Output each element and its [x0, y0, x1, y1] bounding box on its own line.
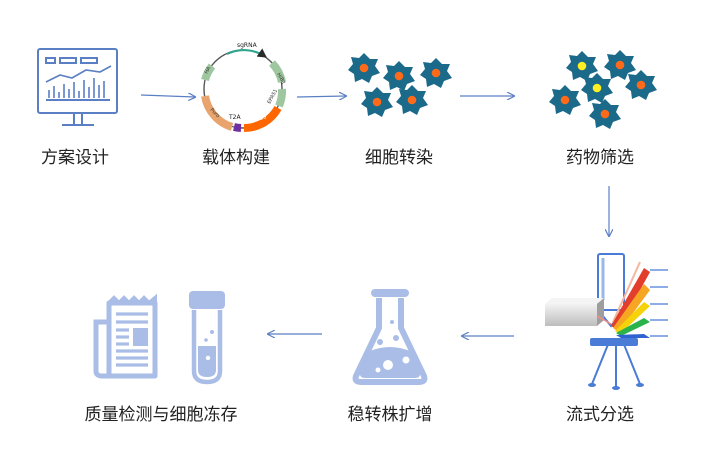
plasmid-label-ha: HA: [204, 65, 213, 75]
step-label-stable-expansion: 稳转株扩增: [347, 405, 433, 425]
plasmid-label-sgrna: sgRNA: [237, 42, 258, 49]
report-document-icon: [93, 293, 158, 379]
step-label-drug-selection: 药物筛选: [566, 148, 634, 168]
transfected-cells-icon: [348, 53, 452, 117]
monitor-icon: [37, 48, 118, 126]
plasmid-label-hibit: HiBit: [275, 72, 286, 85]
arrow-step2-to-step3: [296, 96, 346, 97]
step-label-flow-sorting: 流式分选: [566, 405, 634, 425]
flask-icon: [352, 289, 428, 385]
selected-cells-icon: [549, 50, 657, 129]
step-label-vector-construction: 载体构建: [202, 148, 270, 168]
arrow-step1-to-step2: [140, 95, 195, 97]
plasmid-label-t2a: T2A: [228, 114, 241, 121]
plasmid-icon: sgRNA HiBit EPAS1 dCas9 T2A Puro HA: [201, 42, 286, 132]
plasmid-label-dcas9: dCas9: [248, 113, 268, 125]
step-label-qc-cryopreservation: 质量检测与细胞冻存: [84, 405, 238, 425]
cryo-tube-icon: [189, 291, 225, 385]
flow-cytometer-icon: [545, 253, 668, 390]
step-label-design: 方案设计: [41, 148, 109, 168]
step-label-transfection: 细胞转染: [365, 148, 433, 168]
